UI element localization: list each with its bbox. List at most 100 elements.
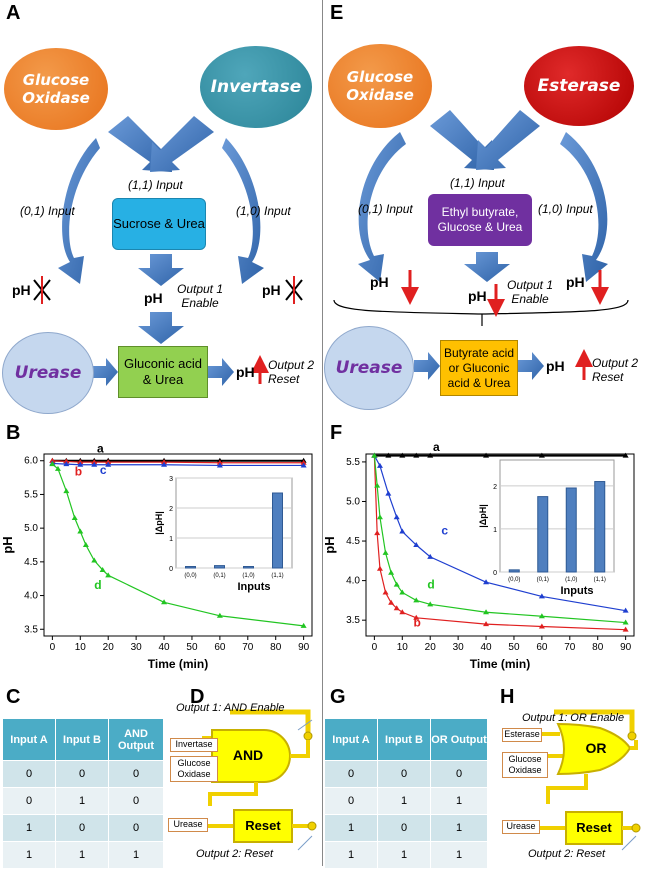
data-point-b [300,459,307,465]
data-point-b [393,605,400,611]
input-01-label-right: (0,1) Input [358,202,413,216]
data-point-d [427,601,434,607]
series-line-d [51,463,304,627]
reset-gate-label: Reset [245,817,281,833]
inset-y-tick-label: 0 [169,566,173,573]
table-cell: 0 [377,814,431,842]
data-point-c [91,461,98,467]
table-header: Input A [2,718,56,761]
table-cell: 0 [55,760,109,788]
urease-input-box: Urease [168,818,208,832]
x-tick-label: 10 [75,642,87,653]
series-line-c [373,455,626,612]
panel-label-g: G [330,686,346,708]
data-point-d [413,597,420,603]
panel-label-c: C [6,686,21,708]
data-point-d [393,581,400,587]
data-point-d [161,599,168,605]
invertase-input-box: Invertase [170,738,218,752]
data-point-c [161,461,168,467]
data-point-c [385,490,392,496]
data-point-b [376,565,383,571]
data-point-d [376,514,383,520]
data-point-a [427,452,434,458]
substrate-box-right: Ethyl butyrate, Glucose & Urea [428,194,532,246]
data-point-d [99,566,106,572]
x-tick-label: 50 [508,642,520,653]
y-tick-label: 5.0 [346,496,360,507]
data-point-d [300,622,307,628]
table-header: Input B [55,718,109,761]
and-output1-label: Output 1: AND Enable [176,702,285,714]
inset-y-tick-label: 2 [493,484,497,491]
data-point-b [161,459,168,465]
and-gate-diagram [202,709,317,851]
data-point-d [399,589,406,595]
data-point-c [376,462,383,468]
data-point-d [49,461,56,467]
data-point-b [105,459,112,465]
y-tick-label: 5.5 [24,489,38,500]
data-point-c [427,553,434,559]
or-output2-label: Output 2: Reset [528,848,606,860]
panel-label-h: H [500,686,515,708]
table-cell: 1 [55,841,109,869]
glucose-oxidase-input-box: Glucose Oxidase [170,756,218,782]
x-tick-label: 60 [536,642,548,653]
inset-x-tick-label: (0,0) [184,573,196,579]
table-cell: 0 [324,787,378,815]
inset-bar [243,566,254,569]
data-point-b [77,459,84,465]
panel-label-b: B [6,422,21,444]
data-point-b [91,459,98,465]
or-gate-label: OR [585,740,607,757]
data-point-a [538,452,545,458]
table-cell: 0 [108,760,164,788]
series-line-d [373,455,626,624]
table-cell: 1 [430,787,488,815]
data-point-b [382,589,389,595]
x-tick-label: 20 [425,642,437,653]
data-point-d [105,572,112,578]
data-point-c [77,461,84,467]
table-cell: 0 [55,814,109,842]
data-point-d [388,569,395,575]
inset-bar [565,487,577,573]
product-box: Gluconic acid & Urea [118,346,208,398]
ph-output2-label: pH [236,364,255,380]
y-tick-label: 4.0 [346,576,360,587]
data-point-c [413,542,420,547]
inset-x-tick-label: (1,1) [594,577,606,583]
output1-label: Output 1 Enable [176,282,224,310]
output1-label-right: Output 1 Enable [506,278,554,306]
inset-x-tick-label: (1,0) [242,573,254,579]
panel-divider [322,0,323,866]
x-tick-label: 70 [564,642,576,653]
table-header: Input B [377,718,431,761]
data-point-a [483,452,490,458]
y-tick-label: 4.0 [24,591,38,602]
data-point-d [71,515,78,521]
output2-label: Output 2 Reset [268,358,315,386]
data-point-b [483,621,490,627]
table-cell: 0 [108,814,164,842]
inset-bar [537,496,549,573]
series-line-c [52,462,304,467]
table-cell: 1 [108,841,164,869]
table-cell: 0 [2,760,56,788]
data-point-d [483,609,490,615]
input-10-label: (1,0) Input [236,204,291,218]
data-point-b [388,599,395,605]
table-cell: 0 [108,787,164,815]
panel-label-a: A [6,2,21,24]
inset-bar [272,492,283,569]
x-tick-label: 60 [214,642,226,653]
y-tick-label: 4.5 [346,536,360,547]
series-label-c: c [441,524,448,538]
data-point-d [82,542,89,547]
